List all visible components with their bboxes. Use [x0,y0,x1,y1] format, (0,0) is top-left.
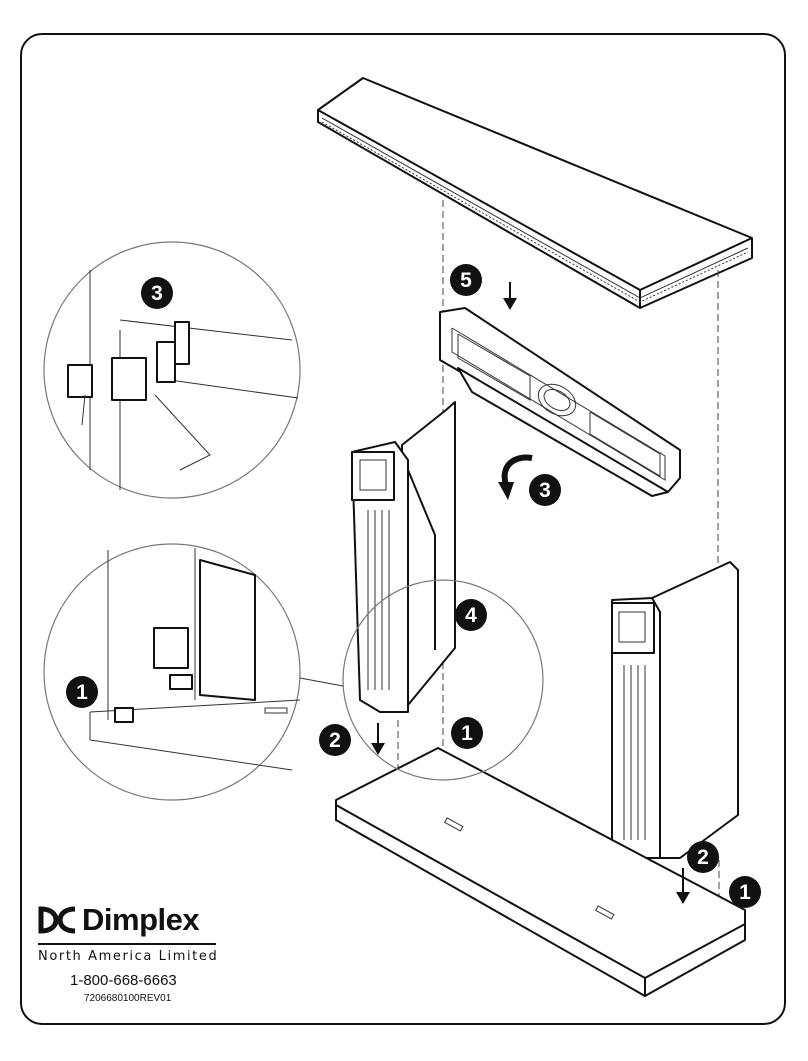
step-callout-number: 4 [465,604,477,627]
step-callout-badge [319,724,351,756]
step-callout-badge [729,876,761,908]
step-callout-6: 2 [687,841,719,873]
step-callout-number: 5 [460,269,472,292]
step-callout-7: 1 [729,876,761,908]
detail-view-hinge-bottom [43,543,301,801]
detail-callout-number: 1 [76,681,88,704]
arrow-down-icon [503,282,517,310]
brand-name: Dimplex [82,902,200,937]
step-callout-number: 1 [461,722,473,745]
mantel-top-shelf [317,77,753,309]
right-side-column [611,561,739,859]
left-side-column [351,401,456,713]
brand-subtitle: North America Limited [38,949,219,964]
front-header-panel [439,307,681,497]
detail-callout-number: 3 [151,282,163,305]
base-plinth [335,747,746,997]
detail-callout-2: 1 [66,676,98,708]
detail-callout-badge [66,676,98,708]
step-callout-number: 3 [539,479,551,502]
step-callout-number: 2 [697,846,709,869]
document-id: 7206680100REV01 [84,993,172,1004]
dimplex-logo-icon [38,906,76,934]
detail-view-hinge-top [43,241,301,499]
step-callout-1: 5 [450,264,482,296]
detail-callout-1: 3 [141,277,173,309]
step-callout-badge [450,264,482,296]
step-callout-number: 2 [329,729,341,752]
brand-block: Dimplex North America Limited [38,898,218,964]
curved-arrow-icon [498,454,533,500]
step-callout-number: 1 [739,881,751,904]
detail-callout-badge [141,277,173,309]
step-callout-5: 1 [451,717,483,749]
detail-view-column-bracket [299,579,544,781]
step-callout-4: 2 [319,724,351,756]
brand-rule [38,943,216,945]
step-callout-badge [529,474,561,506]
step-callout-badge [451,717,483,749]
arrow-down-icon [371,723,385,755]
step-callout-badge [687,841,719,873]
page-frame [20,33,786,1025]
support-phone: 1-800-668-6663 [70,972,177,989]
step-callout-3: 4 [455,599,487,631]
arrow-down-icon [676,868,690,904]
step-callout-badge [455,599,487,631]
step-callout-2: 3 [529,474,561,506]
step-callouts: 5 3 4 2 1 2 1 3 1 [66,264,761,908]
